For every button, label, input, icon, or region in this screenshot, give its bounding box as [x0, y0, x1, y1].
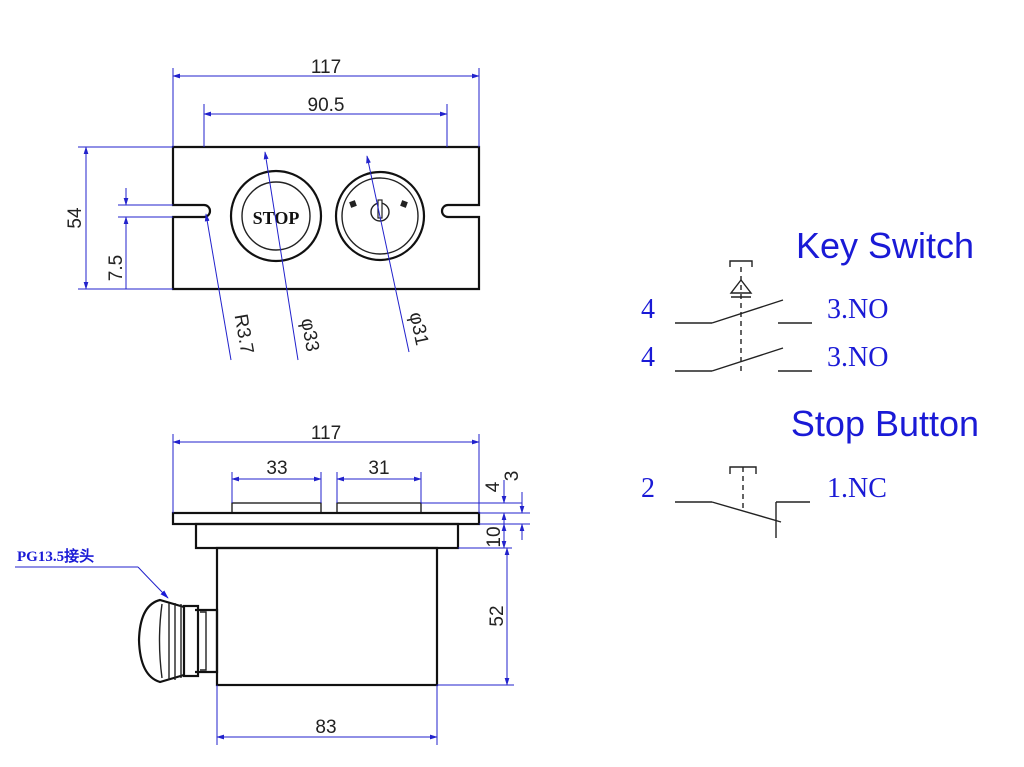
slot-radius-dim: R3.7 [230, 312, 258, 355]
key-cap-width-dim: 31 [368, 458, 389, 479]
key-switch-schematic: Key Switch 4 3.NO 4 3.NO [641, 225, 974, 373]
plate-thickness-dim: 3 [502, 471, 523, 482]
key-symbol-icon [729, 260, 753, 267]
stop-cap-width-dim: 33 [266, 458, 287, 479]
front-height-dim: 54 [65, 207, 86, 229]
key-row2-left: 4 [641, 342, 655, 373]
key-switch-face [334, 170, 426, 262]
stop-cap [231, 502, 322, 514]
front-plate-outline [171, 145, 481, 291]
hole-spacing-dim: 90.5 [308, 95, 345, 116]
stop-button-title: Stop Button [791, 403, 979, 444]
side-flange [194, 522, 460, 550]
side-plate [171, 511, 481, 526]
key-row2-right: 3.NO [827, 342, 888, 373]
cap-height-dim: 4 [483, 481, 504, 492]
stop-button-schematic: Stop Button 2 1.NC [641, 403, 979, 538]
body-height-dim: 52 [487, 605, 508, 626]
front-width-dim: 117 [311, 57, 341, 78]
key-row1-right: 3.NO [827, 294, 888, 325]
stop-right: 1.NC [827, 473, 887, 504]
key-cap [336, 502, 422, 514]
cable-gland [137, 598, 219, 684]
side-view: 117 33 31 4 3 10 52 83 [15, 423, 530, 745]
stop-left: 2 [641, 473, 655, 504]
stop-diameter-dim: φ33 [296, 317, 322, 354]
body-width-dim: 83 [315, 717, 336, 738]
key-row1-left: 4 [641, 294, 655, 325]
key-diameter-dim: φ31 [405, 310, 432, 347]
front-view: STOP 117 90.5 54 7.5 [65, 57, 481, 361]
side-width-dim: 117 [311, 423, 341, 444]
slot-offset-dim: 7.5 [106, 255, 127, 281]
flange-height-dim: 10 [484, 526, 505, 547]
stop-label: STOP [253, 208, 300, 228]
stop-button-face: STOP [229, 169, 323, 263]
gland-label: PG13.5接头 [17, 547, 94, 565]
side-body [215, 546, 439, 687]
key-switch-title: Key Switch [796, 225, 974, 266]
